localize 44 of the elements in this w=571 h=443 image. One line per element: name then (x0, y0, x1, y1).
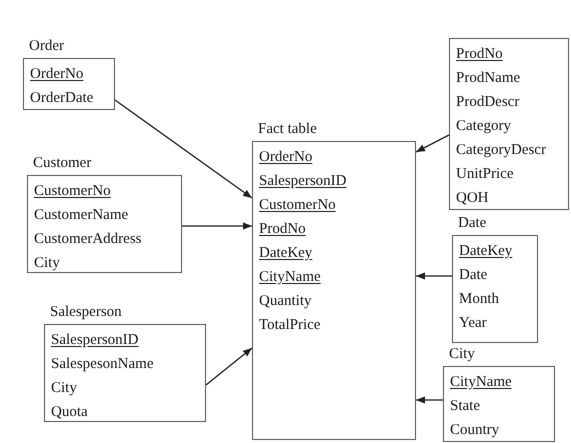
field-name: Date (459, 267, 488, 283)
arrow (182, 222, 252, 230)
key-field: ProdNo (456, 46, 503, 62)
key-field: SalespersonID (51, 332, 138, 348)
field-name: QOH (456, 190, 488, 206)
field-name: CustomerAddress (34, 231, 142, 247)
key-field: OrderNo (259, 149, 312, 165)
arrow (416, 272, 452, 280)
key-field: CustomerNo (259, 197, 336, 213)
field-name: Year (459, 315, 487, 331)
field-name: State (450, 398, 480, 414)
key-field: CityName (450, 374, 512, 390)
table-title: Fact table (258, 121, 317, 137)
field-name: ProdDescr (456, 94, 520, 110)
field-name: UnitPrice (456, 166, 514, 182)
key-field: SalespersonID (259, 173, 346, 189)
field-name: OrderDate (30, 90, 94, 106)
field-name: City (51, 380, 77, 396)
field-name: CustomerName (34, 207, 128, 223)
field-name: Month (459, 291, 500, 307)
table-title: City (449, 346, 475, 362)
field-name: CategoryDescr (456, 142, 546, 158)
key-field: OrderNo (30, 66, 84, 82)
field-name: City (34, 255, 60, 271)
table-title: Customer (33, 155, 92, 171)
arrow (206, 348, 252, 386)
key-field: DateKey (459, 243, 512, 259)
field-name: SalespesonName (51, 356, 154, 372)
key-field: ProdNo (259, 221, 306, 237)
field-name: Quota (51, 404, 88, 420)
key-field: CustomerNo (34, 183, 111, 199)
field-name: TotalPrice (259, 317, 320, 333)
table-title: Date (458, 215, 486, 231)
key-field: DateKey (259, 245, 312, 261)
arrow (114, 99, 252, 199)
table-title: Salesperson (50, 304, 122, 320)
field-name: Category (456, 118, 511, 134)
key-field: CityName (259, 269, 321, 285)
table-title: Order (29, 38, 64, 54)
arrow (416, 396, 443, 404)
field-name: Quantity (259, 293, 312, 309)
field-name: Country (450, 422, 500, 438)
arrow (416, 134, 450, 153)
field-name: ProdName (456, 70, 520, 86)
